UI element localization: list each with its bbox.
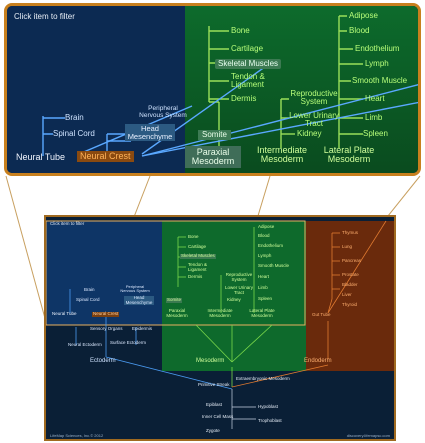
overview-lower-urinary-tract[interactable]: Lower Urinary Tract: [224, 285, 253, 295]
overview-somite[interactable]: Somite: [166, 297, 183, 303]
overview-paraxial-mesoderm[interactable]: Paraxial Mesoderm: [166, 308, 188, 318]
overview-blood[interactable]: Blood: [258, 233, 270, 238]
zoom-reproductive-system[interactable]: Reproductive System: [290, 89, 338, 106]
zoom-limb[interactable]: Limb: [365, 113, 383, 122]
overview-cartilage[interactable]: Cartilage: [188, 244, 207, 249]
zoom-dermis[interactable]: Dermis: [231, 94, 257, 103]
zoom-intermediate-mesoderm[interactable]: Intermediate Mesoderm: [256, 145, 308, 164]
overview-endoderm[interactable]: Endoderm: [304, 358, 332, 364]
site-url[interactable]: discovery.lifemapsc.com: [346, 433, 390, 438]
zoom-neural-crest[interactable]: Neural Crest: [77, 151, 134, 162]
overview-intermediate-mesoderm[interactable]: Intermediate Mesoderm: [207, 308, 233, 318]
zoom-somite[interactable]: Somite: [198, 130, 231, 140]
overview-lateral-plate-mesoderm[interactable]: Lateral Plate Mesoderm: [249, 308, 275, 318]
overview-thymus[interactable]: Thymus: [342, 230, 359, 235]
overview-adipose[interactable]: Adipose: [258, 224, 275, 229]
zoom-blood[interactable]: Blood: [349, 26, 370, 35]
overview-thyroid[interactable]: Thyroid: [342, 302, 358, 307]
overview-neural-crest[interactable]: Neural Crest: [92, 311, 120, 317]
overview-background: [46, 217, 394, 439]
zoom-spinal-cord[interactable]: Spinal Cord: [53, 129, 95, 138]
overview-smooth-muscle[interactable]: Smooth Muscle: [258, 263, 290, 268]
overview-sensory-organs[interactable]: Sensory Organs: [90, 326, 123, 331]
overview-bladder[interactable]: Bladder: [342, 282, 358, 287]
overview-extraembryonic-mesoderm[interactable]: Extraembryonic Mesoderm: [236, 376, 290, 381]
overview-neural-tube[interactable]: Neural Tube: [52, 311, 77, 316]
zoom-brain[interactable]: Brain: [65, 113, 84, 122]
zoom-lower-urinary-tract[interactable]: Lower Urinary Tract: [289, 111, 339, 128]
overview-lymph[interactable]: Lymph: [258, 253, 272, 258]
overview-epidermis[interactable]: Epidermis: [132, 326, 153, 331]
overview-inner-cell-mass[interactable]: Inner Cell Mass: [202, 414, 234, 419]
zoom-spleen[interactable]: Spleen: [363, 129, 388, 138]
overview-trophoblast[interactable]: Trophoblast: [258, 418, 282, 423]
overview-peripheral-nervous-system[interactable]: Peripheral Nervous System: [120, 284, 150, 293]
overview-spleen[interactable]: Spleen: [258, 296, 273, 301]
overview-limb[interactable]: Limb: [258, 285, 268, 290]
zoom-panel[interactable]: Click item to filter Brain Spinal Cord P…: [4, 3, 421, 176]
zoom-lymph[interactable]: Lymph: [365, 59, 389, 68]
overview-spinal-cord[interactable]: Spinal Cord: [76, 297, 100, 302]
zoom-smooth-muscle[interactable]: Smooth Muscle: [352, 76, 408, 85]
overview-hypoblast[interactable]: Hypoblast: [258, 404, 279, 409]
overview-neural-ectoderm[interactable]: Neural Ectoderm: [68, 342, 102, 347]
overview-endothelium[interactable]: Endothelium: [258, 243, 284, 248]
overview-primitive-streak[interactable]: Primitive Streak: [198, 382, 230, 387]
overview-lung[interactable]: Lung: [342, 244, 353, 249]
overview-head-mesenchyme[interactable]: Head Mesenchyme: [124, 295, 154, 305]
overview-reproductive-system[interactable]: Reproductive System: [225, 272, 253, 282]
overview-epiblast[interactable]: Epiblast: [206, 402, 223, 407]
zoom-bone[interactable]: Bone: [231, 26, 250, 35]
overview-brain[interactable]: Brain: [84, 287, 95, 292]
overview-pancreas[interactable]: Pancreas: [342, 258, 362, 263]
zoom-filter-hint: Click item to filter: [14, 12, 75, 21]
overview-bone[interactable]: Bone: [188, 234, 199, 239]
overview-gut-tube[interactable]: Gut Tube: [312, 312, 331, 317]
overview-tendon-ligament[interactable]: Tendon & Ligament: [188, 262, 208, 272]
zoom-neural-tube[interactable]: Neural Tube: [16, 152, 66, 162]
zoom-heart[interactable]: Heart: [365, 94, 385, 103]
overview-filter-hint: Click item to filter: [50, 221, 85, 226]
zoom-peripheral-nervous-system[interactable]: Peripheral Nervous System: [139, 105, 187, 119]
overview-skeletal-muscles[interactable]: Skeletal Muscles: [180, 253, 216, 259]
zoom-background: [7, 6, 418, 173]
overview-ectoderm[interactable]: Ectoderm: [90, 358, 116, 364]
overview-dermis[interactable]: Dermis: [188, 274, 203, 279]
zoom-paraxial-mesoderm[interactable]: Paraxial Mesoderm: [185, 146, 241, 168]
overview-surface-ectoderm[interactable]: Surface Ectoderm: [110, 340, 147, 345]
zoom-tendon-ligament[interactable]: Tendon & Ligament: [231, 72, 265, 89]
overview-zygote[interactable]: Zygote: [206, 428, 220, 433]
overview-liver[interactable]: Liver: [342, 292, 352, 297]
overview-map[interactable]: Click item to filter Bone Cartilage Skel…: [44, 215, 396, 441]
zoom-lateral-plate-mesoderm[interactable]: Lateral Plate Mesoderm: [323, 145, 375, 164]
zoom-adipose[interactable]: Adipose: [349, 11, 378, 20]
zoom-cartilage[interactable]: Cartilage: [231, 44, 264, 53]
zoom-skeletal-muscles[interactable]: Skeletal Muscles: [215, 59, 282, 69]
zoom-endothelium[interactable]: Endothelium: [355, 44, 400, 53]
overview-mesoderm[interactable]: Mesoderm: [196, 358, 225, 364]
overview-prostate[interactable]: Prostate: [342, 272, 359, 277]
overview-heart[interactable]: Heart: [258, 274, 270, 279]
overview-kidney[interactable]: Kidney: [227, 297, 241, 302]
zoom-head-mesenchyme[interactable]: Head Mesenchyme: [125, 124, 175, 141]
zoom-kidney[interactable]: Kidney: [297, 129, 322, 138]
copyright-text: LifeMap Sciences, Inc.© 2012: [50, 433, 104, 438]
